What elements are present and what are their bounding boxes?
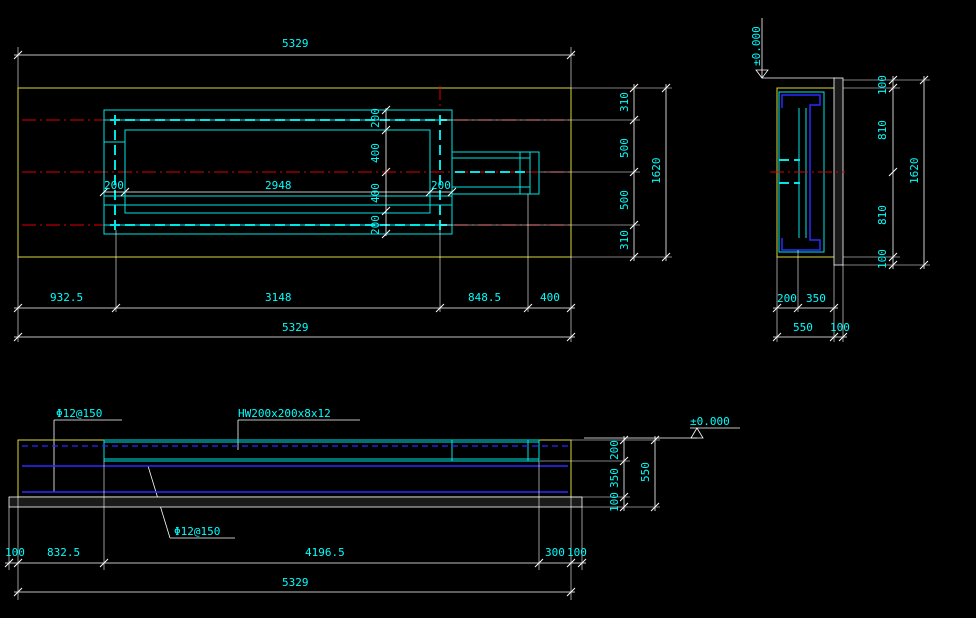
plan-inner-vdim-3: 400 [369, 183, 382, 203]
side-dim-3: 810 [876, 205, 889, 225]
plan-right-wall-dim: 200 [431, 179, 451, 192]
section-rebar-top-label: Φ12@150 [56, 407, 102, 420]
section-right-dim-200: 200 [608, 440, 621, 460]
section-right-dim-100: 100 [608, 492, 621, 512]
plan-right-dim-3: 500 [618, 190, 631, 210]
side-dim-1: 100 [876, 75, 889, 95]
section-right-total-dim: 550 [639, 462, 652, 482]
side-dim-2: 810 [876, 120, 889, 140]
side-view: ±0.000 100 810 810 100 1620 [750, 18, 930, 342]
plan-inner-vdim-2: 400 [369, 143, 382, 163]
section-seg-300: 300 [545, 546, 565, 559]
section-seg-right-100: 100 [567, 546, 587, 559]
side-total-dim: 1620 [908, 158, 921, 185]
plan-right-dim-4: 310 [618, 230, 631, 250]
section-gravel-bed [8, 496, 583, 508]
section-steel-beam [103, 439, 540, 462]
plan-slab-outline [17, 87, 572, 258]
plan-right-dim-2: 500 [618, 138, 631, 158]
section-seg-left-100: 100 [5, 546, 25, 559]
plan-overall-bottom-dim: 5329 [282, 321, 309, 334]
plan-inner-vdim-1: 200 [369, 108, 382, 128]
section-seg-832: 832.5 [47, 546, 80, 559]
side-bottom-dim-200: 200 [777, 292, 797, 305]
plan-steel-frame-outer [103, 109, 453, 235]
plan-bottom-seg-1: 932.5 [50, 291, 83, 304]
side-gravel-bed [833, 77, 844, 266]
plan-right-total-dim: 1620 [650, 158, 663, 185]
section-seg-4196: 4196.5 [305, 546, 345, 559]
plan-inner-vdim-4: 200 [369, 215, 382, 235]
section-right-dim-350: 350 [608, 468, 621, 488]
plan-left-wall-dim: 200 [104, 179, 124, 192]
side-bottom-dim-350: 350 [806, 292, 826, 305]
plan-steel-frame-inner [124, 129, 431, 214]
section-beam-label: HW200x200x8x12 [238, 407, 331, 420]
section-rebar-bottom-label: Φ12@150 [174, 525, 220, 538]
side-bottom-dim-550: 550 [793, 321, 813, 334]
side-elevation-label: ±0.000 [750, 26, 763, 66]
side-dim-4: 100 [876, 249, 889, 269]
plan-right-dim-1: 310 [618, 92, 631, 112]
plan-bottom-seg-4: 400 [540, 291, 560, 304]
section-overall-dim: 5329 [282, 576, 309, 589]
plan-overall-top-dim: 5329 [282, 37, 309, 50]
section-elevation-label: ±0.000 [690, 415, 730, 428]
plan-inner-length-dim: 2948 [265, 179, 292, 192]
section-view: Φ12@150 HW200x200x8x12 Φ12@150 ±0.000 [4, 407, 740, 600]
plan-steel-arm [451, 151, 540, 195]
plan-bottom-seg-2: 3148 [265, 291, 292, 304]
plan-bottom-seg-3: 848.5 [468, 291, 501, 304]
section-slab-outline [17, 439, 572, 498]
side-bottom-dim-100: 100 [830, 321, 850, 334]
plan-view: 5329 200 2948 200 [13, 37, 672, 342]
